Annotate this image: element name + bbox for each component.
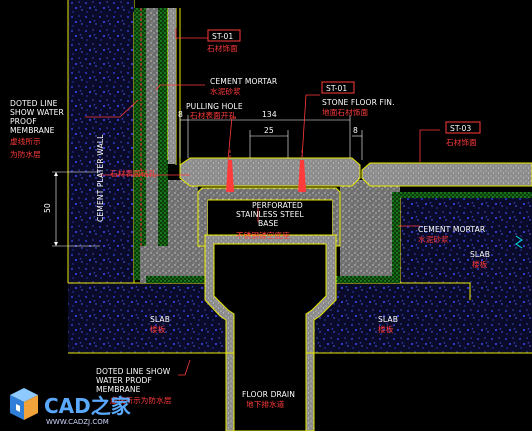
cement-plater-wall-label: CEMENT PLATER WALL	[96, 134, 105, 222]
cube-logo-icon	[10, 388, 38, 420]
dim-25: 25	[264, 126, 274, 135]
tag-st01-top-text: ST-01	[212, 32, 233, 41]
perforated-2: STAINLESS STEEL	[236, 210, 305, 219]
drill-cn: 石材表面钻孔	[110, 168, 156, 178]
tag-st01-mid-text: ST-01	[326, 84, 347, 93]
perforated-1: PERFORATED	[252, 201, 303, 210]
cement-mortar-right: CEMENT MORTAR	[418, 225, 486, 234]
st01-top-cn: 石材饰面	[207, 43, 238, 53]
dim-8-right: 8	[353, 126, 358, 135]
right-slab	[400, 196, 532, 283]
doted-line-top-3: PROOF	[10, 117, 37, 126]
tag-st01-top	[207, 29, 241, 42]
leader-lines	[85, 28, 440, 376]
floor-drain-cn: 地下排水道	[246, 399, 285, 409]
doted-line-top-1: DOTED LINE	[10, 99, 58, 108]
slab-right: SLAB	[470, 250, 490, 259]
cement-mortar-top-cn: 水泥砂浆	[210, 86, 241, 96]
slab-left-cn: 楼板	[150, 324, 166, 334]
st03-cn: 石材饰面	[446, 137, 477, 147]
stone-floor-fin-cn: 地面石材饰面	[322, 107, 368, 117]
doted-line-top-cn-2: 为防水层	[10, 149, 41, 159]
floor-drain-label: FLOOR DRAIN	[242, 390, 295, 399]
cement-mortar-right-cn: 水泥砂浆	[418, 234, 449, 244]
doted-line-top-2: SHOW WATER	[10, 108, 64, 117]
doted-line-top-4: MEMBRANE	[10, 126, 55, 135]
stone-floor-right	[361, 162, 532, 187]
dim-8-left: 8	[178, 110, 183, 119]
cement-plaster-wall	[68, 0, 134, 283]
watermark-url: WWW.CADZJ.COM	[46, 418, 109, 426]
drill-hole-markers	[226, 150, 306, 195]
pulling-hole-cn: 石材表面开孔	[190, 110, 236, 120]
slab-left: SLAB	[150, 315, 170, 324]
watermark: CAD之家 WWW.CADZJ.COM	[10, 388, 132, 426]
watermark-brand: CAD之家	[44, 394, 132, 418]
wall-finish-layer	[134, 8, 146, 280]
stone-floor-slab	[179, 157, 361, 187]
pulling-hole: PULLING HOLE	[186, 102, 243, 111]
break-mark	[515, 235, 523, 249]
tag-st03-text: ST-03	[450, 124, 471, 133]
dimensions	[52, 115, 363, 247]
stone-floor-fin: STONE FLOOR FIN.	[322, 98, 395, 107]
slab-right-cn: 楼板	[472, 259, 488, 269]
tag-st03	[445, 121, 481, 134]
doted-line-bottom-2: WATER PRODF	[96, 376, 152, 385]
perforated-cn: 不锈钢镂空底座	[236, 230, 290, 240]
wall-mortar-layer	[146, 8, 158, 280]
dim-50: 50	[43, 203, 52, 213]
dim-134: 134	[262, 110, 277, 119]
slab-mid: SLAB	[378, 315, 398, 324]
doted-line-bottom-cn: 虚线所示为防水层	[110, 395, 172, 405]
perforated-3: BASE	[258, 219, 279, 228]
tag-st01-mid	[321, 81, 355, 94]
slab-mid-cn: 楼板	[378, 324, 394, 334]
cement-mortar-top: CEMENT MORTAR	[210, 77, 278, 86]
doted-line-bottom-1: DOTED LINE SHOW	[96, 367, 171, 376]
doted-line-top-cn-1: 虚线所示	[10, 136, 41, 146]
doted-line-bottom-3: MEMBRANE	[96, 385, 141, 394]
